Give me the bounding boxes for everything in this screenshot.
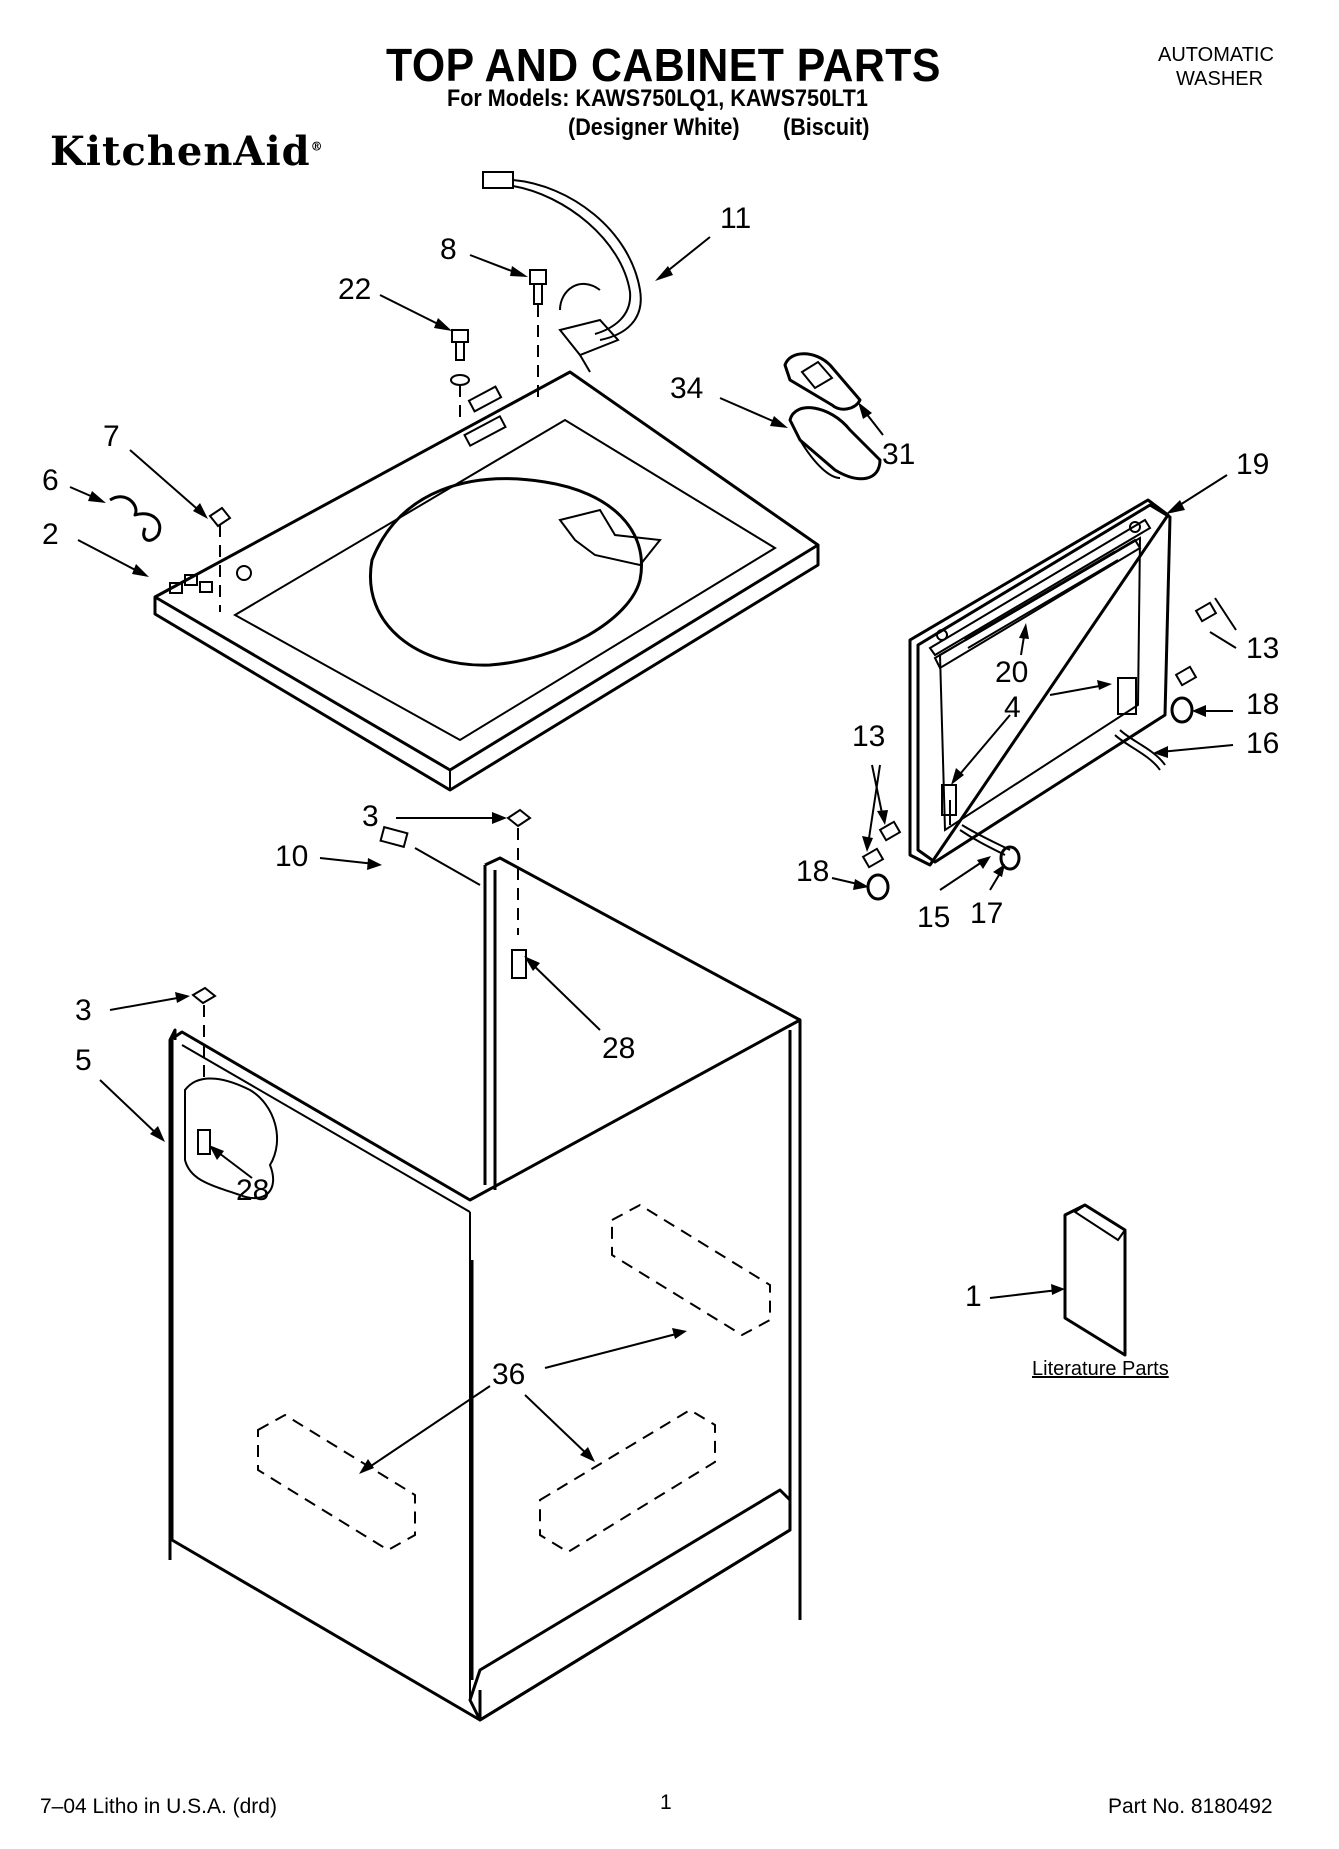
hinge-screws: [861, 601, 1218, 869]
models-line: For Models: KAWS750LQ1, KAWS750LT1: [447, 85, 868, 112]
page-title: TOP AND CABINET PARTS: [386, 39, 941, 91]
callout-3-left: 3: [75, 994, 92, 1027]
literature-parts-label: Literature Parts: [1032, 1358, 1169, 1380]
product-type-line2: WASHER: [1176, 68, 1264, 90]
bracket-part-6: [109, 495, 162, 542]
callout-13-left: 13: [852, 720, 886, 753]
callout-18-left: 18: [796, 855, 830, 888]
footer-part-number: Part No. 8180492: [1108, 1795, 1273, 1818]
callout-13-right: 13: [1246, 632, 1280, 665]
hinge-assembly: [941, 677, 1166, 856]
callout-3-top: 3: [362, 800, 379, 833]
callout-17: 17: [970, 897, 1004, 930]
footer-print-info: 7–04 Litho in U.S.A. (drd): [40, 1795, 277, 1818]
screws-parts-10-28: [197, 825, 527, 1155]
callout-28-top: 28: [602, 1032, 636, 1065]
callout-4: 4: [1004, 691, 1021, 724]
callout-36: 36: [492, 1358, 526, 1391]
callout-28-left: 28: [236, 1174, 270, 1207]
foam-pads-part-36: [257, 1203, 771, 1554]
clip-part-7: [208, 506, 232, 612]
dispenser-cap-part-31: [783, 352, 862, 411]
brand-logo: KitchenAid®: [50, 128, 324, 175]
callout-15: 15: [917, 901, 951, 934]
callout-5: 5: [75, 1044, 92, 1077]
lid-switch-harness-part-11: [482, 171, 642, 373]
callout-22: 22: [338, 273, 372, 306]
screw-part-8: [529, 269, 547, 405]
literature-book-part-1: [1063, 1203, 1127, 1357]
washer-lid-part-19: [908, 498, 1172, 867]
callout-11: 11: [720, 202, 752, 235]
clips-part-3: [191, 808, 532, 1080]
callout-10: 10: [275, 840, 309, 873]
footer-page-number: 1: [660, 1791, 672, 1814]
callout-34: 34: [670, 372, 704, 405]
washer-cabinet-part-5: [168, 856, 802, 1722]
registered-mark: ®: [310, 139, 324, 154]
leader-lines: [69, 236, 1237, 1474]
brand-name: KitchenAid: [50, 128, 311, 175]
model-variant-biscuit: (Biscuit): [783, 114, 870, 141]
screw-part-22: [450, 329, 470, 420]
callout-6: 6: [42, 464, 59, 497]
dispenser-cup-part-34: [788, 406, 882, 481]
product-type-line1: AUTOMATIC: [1158, 44, 1274, 66]
callout-20: 20: [995, 656, 1029, 689]
callout-2: 2: [42, 518, 59, 551]
callout-7: 7: [103, 420, 120, 453]
callout-31: 31: [882, 438, 916, 471]
callout-8: 8: [440, 233, 457, 266]
callout-19: 19: [1236, 448, 1270, 481]
callout-1: 1: [965, 1280, 982, 1313]
washer-top-panel: [153, 370, 820, 792]
callout-16: 16: [1246, 727, 1280, 760]
callout-18-right: 18: [1246, 688, 1280, 721]
model-variant-white: (Designer White): [568, 114, 740, 141]
